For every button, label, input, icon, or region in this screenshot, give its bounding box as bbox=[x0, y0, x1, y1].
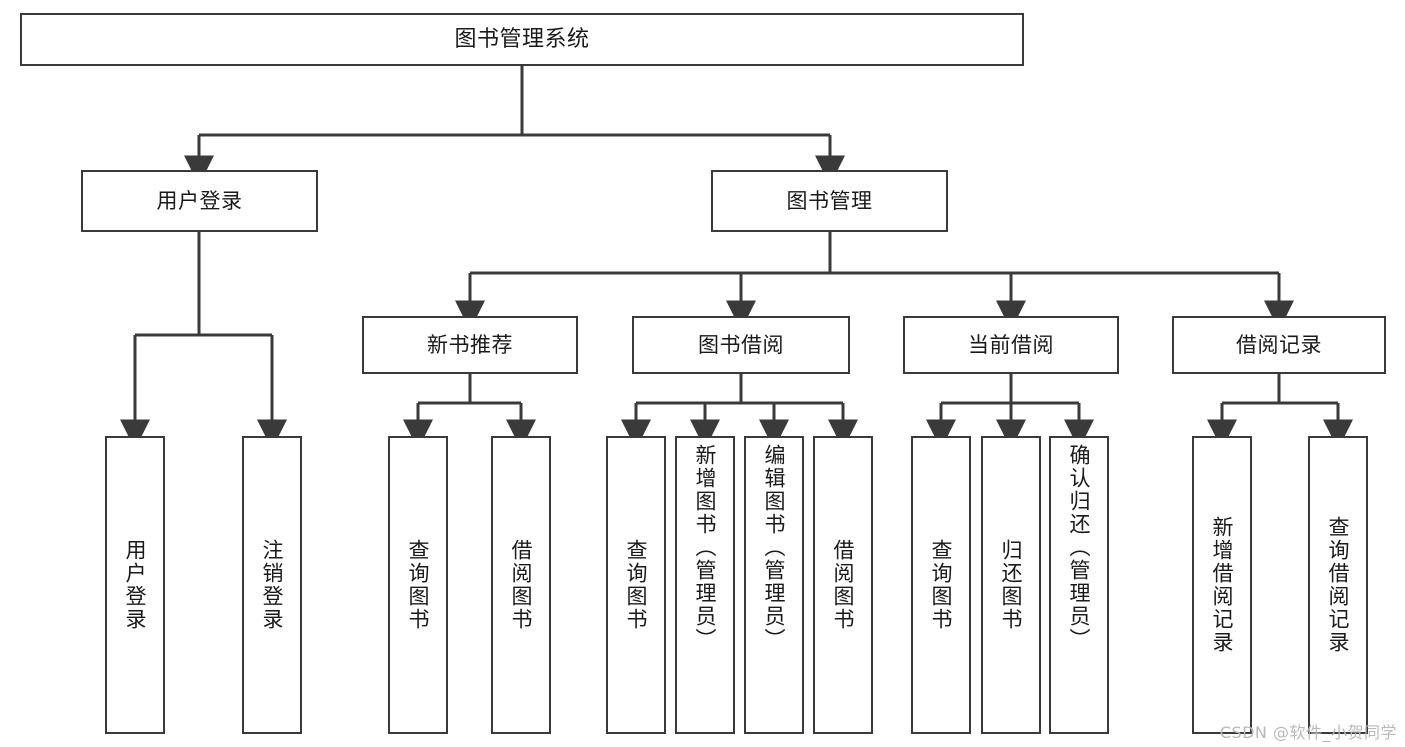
node-label: 注销登录 bbox=[260, 539, 285, 631]
leaf-logout[interactable]: 注销登录 bbox=[242, 436, 302, 734]
node-label: 归还图书 bbox=[999, 539, 1024, 631]
node-label: 查询借阅记录 bbox=[1326, 516, 1351, 654]
node-current-borrow[interactable]: 当前借阅 bbox=[903, 316, 1119, 374]
leaf-records-add-record[interactable]: 新增借阅记录 bbox=[1192, 436, 1252, 734]
node-label: 查询图书 bbox=[929, 539, 954, 631]
node-label: 图书管理系统 bbox=[454, 26, 590, 52]
csdn-watermark: CSDN @软件_小贺同学 bbox=[1219, 723, 1397, 742]
leaf-current-return-book[interactable]: 归还图书 bbox=[981, 436, 1041, 734]
node-label: 图书借阅 bbox=[698, 332, 784, 357]
node-label: 编辑图书（管理员） bbox=[762, 444, 787, 651]
leaf-current-confirm-return-admin[interactable]: 确认归还（管理员） bbox=[1049, 436, 1109, 734]
node-label: 借阅图书 bbox=[831, 539, 856, 631]
node-root-system[interactable]: 图书管理系统 bbox=[20, 13, 1024, 66]
node-new-book-recommend[interactable]: 新书推荐 bbox=[362, 316, 578, 374]
node-label: 借阅图书 bbox=[509, 539, 534, 631]
node-borrow-records[interactable]: 借阅记录 bbox=[1172, 316, 1386, 374]
node-label: 借阅记录 bbox=[1236, 332, 1322, 357]
leaf-new-borrow-book[interactable]: 借阅图书 bbox=[491, 436, 551, 734]
node-label: 确认归还（管理员） bbox=[1067, 444, 1092, 651]
node-label: 新增图书（管理员） bbox=[693, 444, 718, 651]
leaf-user-login[interactable]: 用户登录 bbox=[105, 436, 165, 734]
node-label: 查询图书 bbox=[624, 539, 649, 631]
leaf-borrow-edit-book-admin[interactable]: 编辑图书（管理员） bbox=[744, 436, 804, 734]
leaf-current-query-book[interactable]: 查询图书 bbox=[911, 436, 971, 734]
node-user-login[interactable]: 用户登录 bbox=[81, 170, 318, 232]
node-label: 查询图书 bbox=[406, 539, 431, 631]
node-label: 当前借阅 bbox=[968, 332, 1054, 357]
node-book-management[interactable]: 图书管理 bbox=[711, 170, 948, 232]
node-label: 新书推荐 bbox=[427, 332, 513, 357]
node-label: 用户登录 bbox=[123, 539, 148, 631]
leaf-borrow-borrow-book[interactable]: 借阅图书 bbox=[813, 436, 873, 734]
node-book-borrow[interactable]: 图书借阅 bbox=[632, 316, 850, 374]
node-label: 新增借阅记录 bbox=[1210, 516, 1235, 654]
leaf-borrow-query-book[interactable]: 查询图书 bbox=[606, 436, 666, 734]
node-label: 图书管理 bbox=[786, 188, 873, 213]
node-label: 用户登录 bbox=[156, 188, 243, 213]
leaf-records-query-record[interactable]: 查询借阅记录 bbox=[1308, 436, 1368, 734]
leaf-new-query-book[interactable]: 查询图书 bbox=[388, 436, 448, 734]
leaf-borrow-add-book-admin[interactable]: 新增图书（管理员） bbox=[675, 436, 735, 734]
